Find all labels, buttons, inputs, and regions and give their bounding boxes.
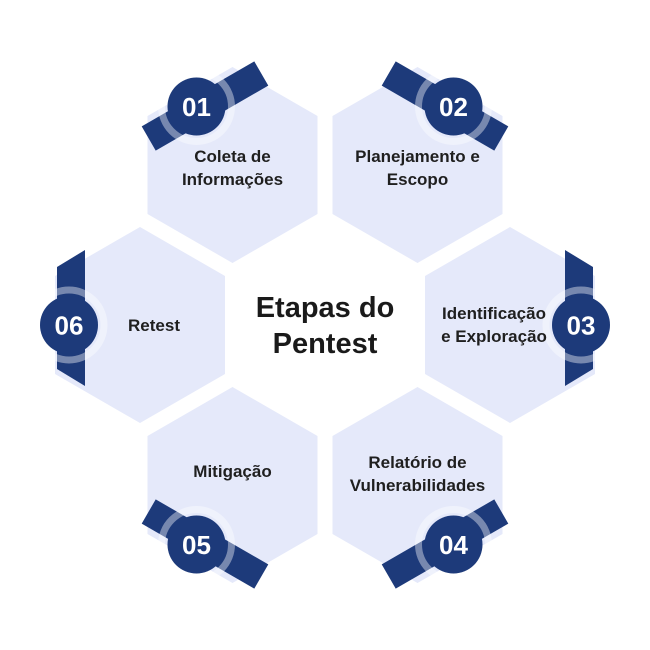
step-label-line: Retest: [128, 316, 180, 335]
badge-number: 05: [182, 530, 211, 560]
badge-circle: [167, 77, 226, 136]
badge-number: 04: [439, 530, 468, 560]
badge-number: 01: [182, 92, 211, 122]
step-03: 03 Identificação e Exploração: [425, 227, 620, 423]
step-label-line: Escopo: [387, 170, 448, 189]
badge-number: 03: [567, 311, 596, 341]
badge-number: 06: [55, 311, 84, 341]
badge-number: 02: [439, 92, 468, 122]
step-label: Coleta de Informações: [182, 147, 283, 189]
step-label: Identificação e Exploração: [441, 304, 547, 346]
badge-ring: [158, 506, 235, 583]
step-label-line: e Exploração: [441, 327, 547, 346]
step-label: Planejamento e Escopo: [355, 147, 480, 189]
badge-ring: [158, 68, 235, 145]
badge-circle: [424, 515, 483, 574]
step-06: 06 Retest: [30, 227, 225, 423]
diagram-title-line-1: Etapas do: [256, 292, 395, 324]
step-label: Mitigação: [193, 462, 271, 481]
step-label-line: Vulnerabilidades: [350, 476, 485, 495]
badge-circle: [552, 296, 610, 354]
hexagon-shape: [425, 227, 595, 423]
step-label: Relatório de Vulnerabilidades: [350, 453, 485, 495]
step-label-line: Relatório de: [368, 453, 466, 472]
step-label-line: Planejamento e: [355, 147, 480, 166]
step-label: Retest: [128, 316, 180, 335]
diagram-title-line-2: Pentest: [273, 328, 378, 360]
step-05: 05 Mitigação: [141, 387, 318, 589]
step-04: 04 Relatório de Vulnerabilidades: [332, 387, 509, 589]
badge-circle: [40, 296, 98, 354]
badge-ring: [415, 506, 492, 583]
badge-ring: [30, 286, 108, 364]
badge-ring: [415, 68, 492, 145]
step-label-line: Mitigação: [193, 462, 271, 481]
step-label-line: Informações: [182, 170, 283, 189]
hexagon-shape: [55, 227, 225, 423]
badge-ring: [542, 286, 620, 364]
step-label-line: Coleta de: [194, 147, 271, 166]
badge-circle: [424, 77, 483, 136]
badge-circle: [167, 515, 226, 574]
step-label-line: Identificação: [442, 304, 546, 323]
